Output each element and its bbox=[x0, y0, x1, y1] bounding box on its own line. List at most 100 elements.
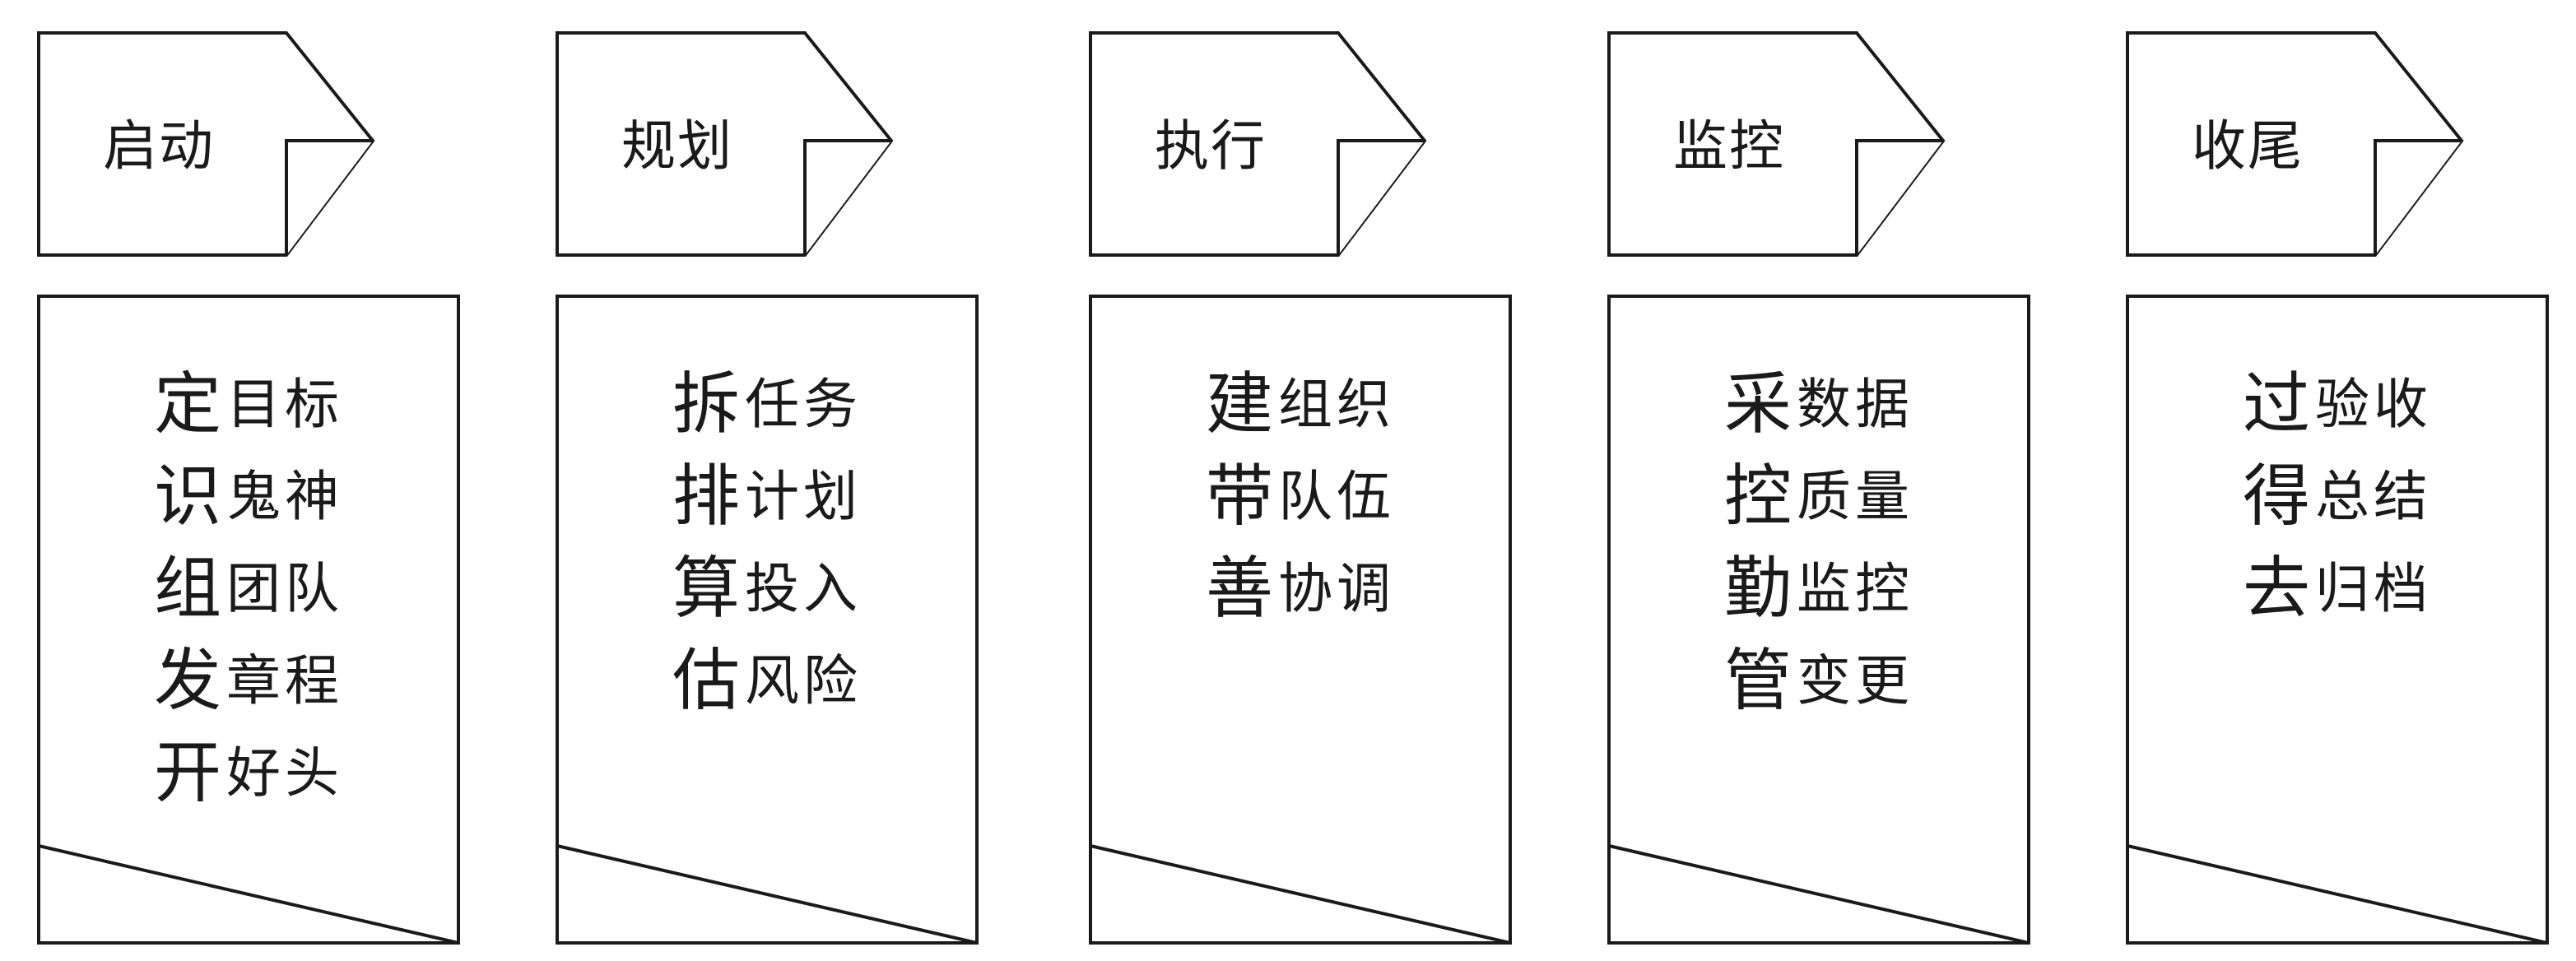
task-verb: 排 bbox=[672, 457, 742, 536]
card-outline bbox=[1607, 295, 2030, 945]
phase-tab-shape bbox=[1607, 31, 1946, 257]
card-fold-line bbox=[1608, 844, 2030, 945]
card-fold-line bbox=[1090, 844, 1511, 945]
folded-corner bbox=[1855, 139, 1943, 255]
phase-title: 执行 bbox=[1155, 114, 1267, 178]
task-verb: 定 bbox=[153, 365, 223, 443]
phase-task-list: 拆任务排计划算投入估风险 bbox=[556, 359, 979, 727]
phase-tab: 监控 bbox=[1607, 31, 1953, 262]
task-object: 章程 bbox=[226, 649, 343, 713]
task-object: 归档 bbox=[2315, 557, 2432, 620]
phase-card-shape bbox=[1607, 295, 2030, 945]
phase-title: 启动 bbox=[103, 114, 215, 178]
phase-task-list: 采数据控质量勤监控管变更 bbox=[1607, 359, 2030, 727]
phase-5: 收尾过验收得总结去归档 bbox=[2126, 0, 2549, 961]
task-line: 估风险 bbox=[672, 635, 862, 727]
phase-card: 拆任务排计划算投入估风险 bbox=[556, 295, 979, 945]
folded-corner bbox=[2374, 139, 2462, 255]
phase-task-list: 定目标识鬼神组团队发章程开好头 bbox=[37, 359, 460, 819]
task-line: 带队伍 bbox=[1206, 451, 1395, 543]
task-verb: 开 bbox=[153, 734, 223, 812]
task-object: 计划 bbox=[745, 465, 862, 528]
task-verb: 带 bbox=[1205, 457, 1275, 536]
task-object: 投入 bbox=[745, 557, 862, 620]
phase-card-shape bbox=[37, 295, 460, 945]
phase-title: 收尾 bbox=[2192, 114, 2304, 178]
task-line: 得总结 bbox=[2243, 451, 2432, 543]
task-line: 开好头 bbox=[154, 727, 343, 819]
card-outline bbox=[2126, 295, 2549, 945]
task-object: 监控 bbox=[1797, 557, 1913, 620]
task-line: 算投入 bbox=[672, 543, 862, 635]
task-verb: 识 bbox=[153, 457, 223, 536]
phase-1: 启动定目标识鬼神组团队发章程开好头 bbox=[37, 0, 460, 961]
phase-tab: 规划 bbox=[556, 31, 901, 262]
task-verb: 管 bbox=[1723, 642, 1793, 720]
task-line: 采数据 bbox=[1724, 359, 1913, 451]
card-fold-line bbox=[556, 844, 978, 945]
task-verb: 去 bbox=[2242, 550, 2312, 628]
task-object: 总结 bbox=[2315, 465, 2432, 528]
task-object: 协调 bbox=[1278, 557, 1395, 620]
task-object: 目标 bbox=[226, 373, 343, 436]
phase-card: 过验收得总结去归档 bbox=[2126, 295, 2549, 945]
card-outline bbox=[1089, 295, 1512, 945]
phase-task-list: 建组织带队伍善协调 bbox=[1089, 359, 1512, 635]
folded-corner bbox=[1337, 139, 1425, 255]
task-line: 善协调 bbox=[1206, 543, 1395, 635]
task-object: 数据 bbox=[1797, 373, 1913, 436]
phase-title: 监控 bbox=[1673, 114, 1785, 178]
task-verb: 采 bbox=[1723, 365, 1793, 443]
phase-3: 执行建组织带队伍善协调 bbox=[1089, 0, 1512, 961]
task-line: 管变更 bbox=[1724, 635, 1913, 727]
phase-tab-shape bbox=[1089, 31, 1427, 257]
task-verb: 过 bbox=[2242, 365, 2312, 443]
phase-tab-shape bbox=[2126, 31, 2464, 257]
task-line: 去归档 bbox=[2243, 543, 2432, 635]
phase-title: 规划 bbox=[621, 114, 733, 178]
phase-card: 采数据控质量勤监控管变更 bbox=[1607, 295, 2030, 945]
task-object: 变更 bbox=[1797, 649, 1913, 713]
task-verb: 估 bbox=[672, 642, 742, 720]
card-fold-line bbox=[2127, 844, 2548, 945]
phase-tab: 收尾 bbox=[2126, 31, 2471, 262]
task-object: 团队 bbox=[226, 557, 343, 620]
phase-tab-shape bbox=[37, 31, 375, 257]
task-verb: 勤 bbox=[1723, 550, 1793, 628]
phase-task-list: 过验收得总结去归档 bbox=[2126, 359, 2549, 635]
task-verb: 善 bbox=[1205, 550, 1275, 628]
task-object: 任务 bbox=[745, 373, 862, 436]
phase-tab: 启动 bbox=[37, 31, 383, 262]
phase-4: 监控采数据控质量勤监控管变更 bbox=[1607, 0, 2030, 961]
phase-tab-shape bbox=[556, 31, 894, 257]
card-fold-line bbox=[38, 844, 459, 945]
phase-card-shape bbox=[2126, 295, 2549, 945]
task-verb: 控 bbox=[1723, 457, 1793, 536]
task-line: 排计划 bbox=[672, 451, 862, 543]
task-line: 建组织 bbox=[1206, 359, 1395, 451]
phase-tab: 执行 bbox=[1089, 31, 1434, 262]
card-outline bbox=[37, 295, 460, 945]
task-verb: 算 bbox=[672, 550, 742, 628]
phase-card-shape bbox=[556, 295, 979, 945]
task-line: 勤监控 bbox=[1724, 543, 1913, 635]
task-line: 识鬼神 bbox=[154, 451, 343, 543]
folded-corner bbox=[285, 139, 373, 255]
task-object: 组织 bbox=[1278, 373, 1395, 436]
phase-card: 定目标识鬼神组团队发章程开好头 bbox=[37, 295, 460, 945]
task-line: 发章程 bbox=[154, 635, 343, 727]
task-verb: 组 bbox=[153, 550, 223, 628]
task-verb: 发 bbox=[153, 642, 223, 720]
phase-2: 规划拆任务排计划算投入估风险 bbox=[556, 0, 979, 961]
task-object: 鬼神 bbox=[226, 465, 343, 528]
task-line: 过验收 bbox=[2243, 359, 2432, 451]
task-line: 拆任务 bbox=[672, 359, 862, 451]
task-verb: 建 bbox=[1205, 365, 1275, 443]
task-line: 控质量 bbox=[1724, 451, 1913, 543]
folded-corner bbox=[803, 139, 891, 255]
phase-card: 建组织带队伍善协调 bbox=[1089, 295, 1512, 945]
task-object: 质量 bbox=[1797, 465, 1913, 528]
task-object: 队伍 bbox=[1278, 465, 1395, 528]
task-line: 定目标 bbox=[154, 359, 343, 451]
task-object: 验收 bbox=[2315, 373, 2432, 436]
